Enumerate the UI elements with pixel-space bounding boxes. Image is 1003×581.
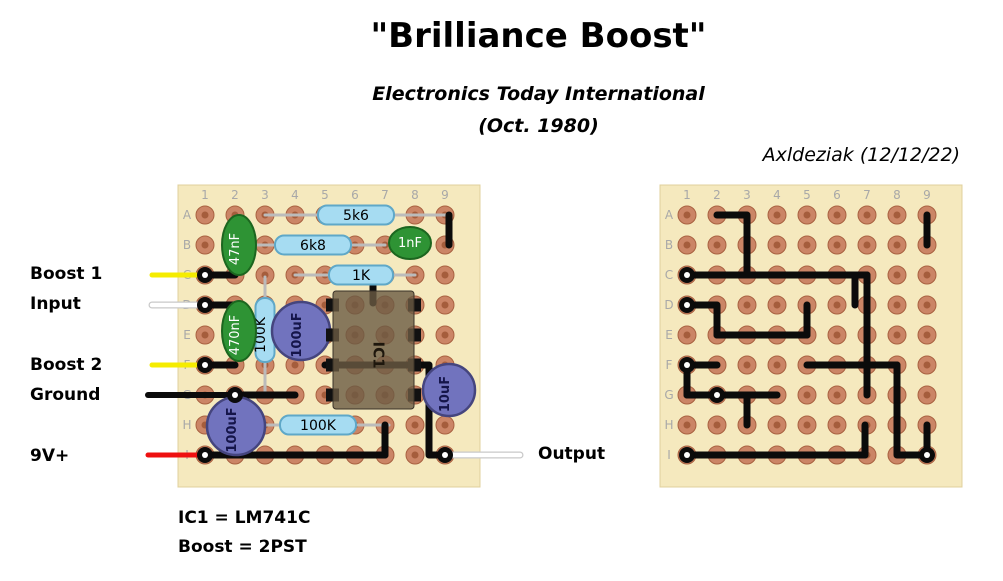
component-100uf: 100uF <box>205 395 267 457</box>
components: 5k6 6k8 1K 100K 100K 47nF 470nF 1nF 100uF 100uF 10… <box>205 204 477 457</box>
svg-text:A: A <box>665 208 674 222</box>
svg-text:2: 2 <box>713 188 721 202</box>
svg-text:6: 6 <box>351 188 359 202</box>
svg-text:IC1: IC1 <box>370 341 388 368</box>
svg-text:5: 5 <box>321 188 329 202</box>
label-9v: 9V+ <box>30 446 70 466</box>
note-boost: Boost = 2PST <box>178 537 307 557</box>
pads-right <box>679 267 935 463</box>
svg-text:3: 3 <box>261 188 269 202</box>
component-1nf: 1nF <box>388 226 432 260</box>
author-credit: Axldeziak (12/12/22) <box>762 144 960 166</box>
component-100uf: 100uF <box>270 300 332 362</box>
svg-text:1nF: 1nF <box>398 236 422 251</box>
svg-text:6: 6 <box>833 188 841 202</box>
label-output: Output <box>538 444 606 464</box>
pads-left <box>197 267 453 463</box>
svg-text:100uF: 100uF <box>290 312 305 357</box>
svg-text:4: 4 <box>773 188 781 202</box>
svg-text:3: 3 <box>743 188 751 202</box>
component-470nf: 470nF <box>221 300 257 362</box>
label-boost1: Boost 1 <box>30 264 103 284</box>
svg-text:470nF: 470nF <box>228 315 243 356</box>
svg-text:100uF: 100uF <box>225 407 240 452</box>
note-ic1: IC1 = LM741C <box>178 508 311 528</box>
component-100k: 100K <box>253 297 276 363</box>
svg-text:8: 8 <box>893 188 901 202</box>
svg-text:47nF: 47nF <box>228 233 243 265</box>
label-input: Input <box>30 294 81 314</box>
svg-text:H: H <box>664 418 673 432</box>
svg-text:I: I <box>667 448 671 462</box>
component-5k6: 5k6 <box>317 204 395 226</box>
page-title: "Brilliance Boost" <box>370 16 707 56</box>
svg-text:D: D <box>664 298 673 312</box>
svg-text:100K: 100K <box>300 418 337 434</box>
label-boost2: Boost 2 <box>30 355 103 375</box>
svg-text:5: 5 <box>803 188 811 202</box>
label-ground: Ground <box>30 385 101 405</box>
svg-text:1: 1 <box>201 188 209 202</box>
svg-text:G: G <box>664 388 673 402</box>
component-47nf: 47nF <box>221 214 257 276</box>
svg-text:10uF: 10uF <box>438 376 453 412</box>
svg-text:4: 4 <box>291 188 299 202</box>
external-wires <box>145 272 524 459</box>
svg-text:9: 9 <box>441 188 449 202</box>
perfboard-right: 1 2 3 4 5 6 7 8 9A B C D E F G H I <box>659 184 963 488</box>
page-date: (Oct. 1980) <box>478 115 599 137</box>
component-100k: 100K <box>279 414 357 436</box>
svg-text:6k8: 6k8 <box>300 238 326 254</box>
svg-text:B: B <box>665 238 673 252</box>
component-10uf: 10uF <box>421 362 477 418</box>
svg-text:100K: 100K <box>253 316 269 353</box>
svg-text:E: E <box>183 328 191 342</box>
svg-text:5k6: 5k6 <box>343 208 369 224</box>
page-subtitle: Electronics Today International <box>372 83 705 105</box>
svg-text:B: B <box>183 238 191 252</box>
svg-text:1K: 1K <box>352 268 371 284</box>
svg-text:9: 9 <box>923 188 931 202</box>
svg-text:8: 8 <box>411 188 419 202</box>
component-ic1: IC1 <box>326 290 421 410</box>
svg-text:F: F <box>666 358 673 372</box>
svg-text:2: 2 <box>231 188 239 202</box>
svg-text:E: E <box>665 328 673 342</box>
svg-text:A: A <box>183 208 192 222</box>
svg-text:7: 7 <box>381 188 389 202</box>
component-1k: 1K <box>328 264 394 286</box>
svg-text:1: 1 <box>683 188 691 202</box>
component-6k8: 6k8 <box>274 234 352 256</box>
svg-text:H: H <box>182 418 191 432</box>
perfboard-right-grid-labels: 1 2 3 4 5 6 7 8 9A B C D E F G H I <box>664 188 930 462</box>
svg-text:7: 7 <box>863 188 871 202</box>
svg-text:C: C <box>665 268 673 282</box>
